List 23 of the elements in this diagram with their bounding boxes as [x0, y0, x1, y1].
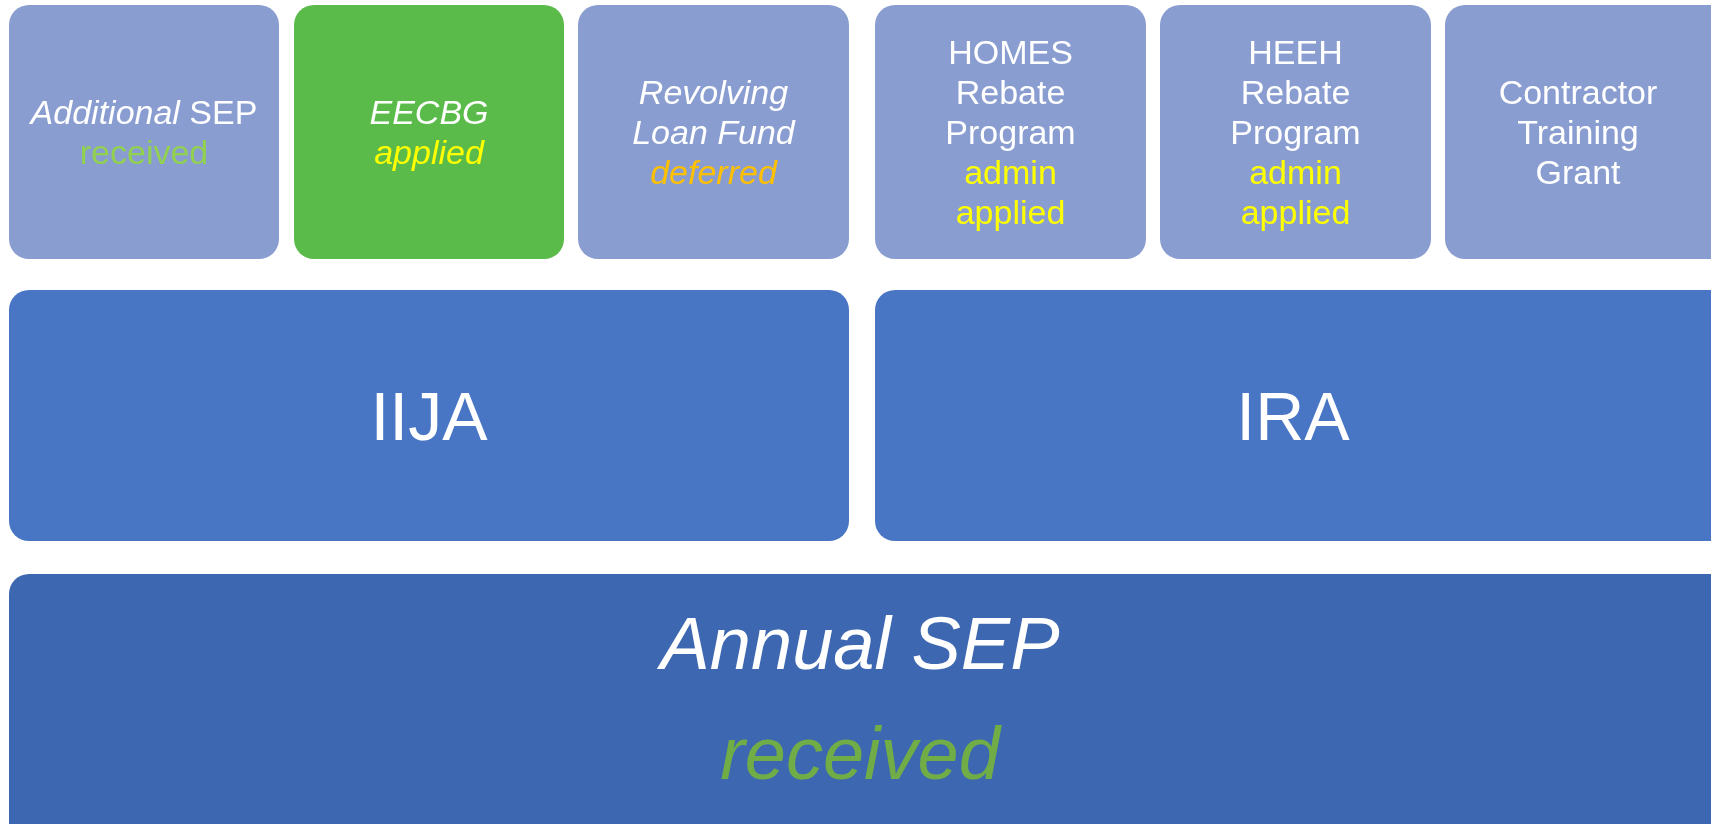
program-box: [9, 574, 1711, 824]
program-name: Additional SEP: [30, 92, 258, 132]
program-name: IRA: [1236, 376, 1350, 456]
status-text: received: [79, 132, 209, 172]
program-box: [9, 290, 849, 541]
program-box: [294, 5, 564, 259]
program-box: [9, 5, 279, 259]
program-box: [1160, 5, 1431, 259]
status-text: admin applied: [1239, 152, 1352, 232]
program-name: HOMES Rebate Program: [944, 32, 1077, 152]
program-box: [875, 290, 1711, 541]
status-text: received: [720, 714, 1000, 794]
program-box: [1445, 5, 1711, 259]
program-name: Contractor Training Grant: [1497, 72, 1659, 192]
program-name: EECBG: [369, 92, 489, 132]
status-text: applied: [374, 132, 484, 172]
program-box: [578, 5, 849, 259]
status-text: admin applied: [954, 152, 1067, 232]
program-name: Revolving Loan Fund: [631, 72, 797, 152]
program-name: IIJA: [370, 376, 488, 456]
program-box: [875, 5, 1146, 259]
program-name: HEEH Rebate Program: [1229, 32, 1362, 152]
status-text: deferred: [650, 152, 777, 192]
